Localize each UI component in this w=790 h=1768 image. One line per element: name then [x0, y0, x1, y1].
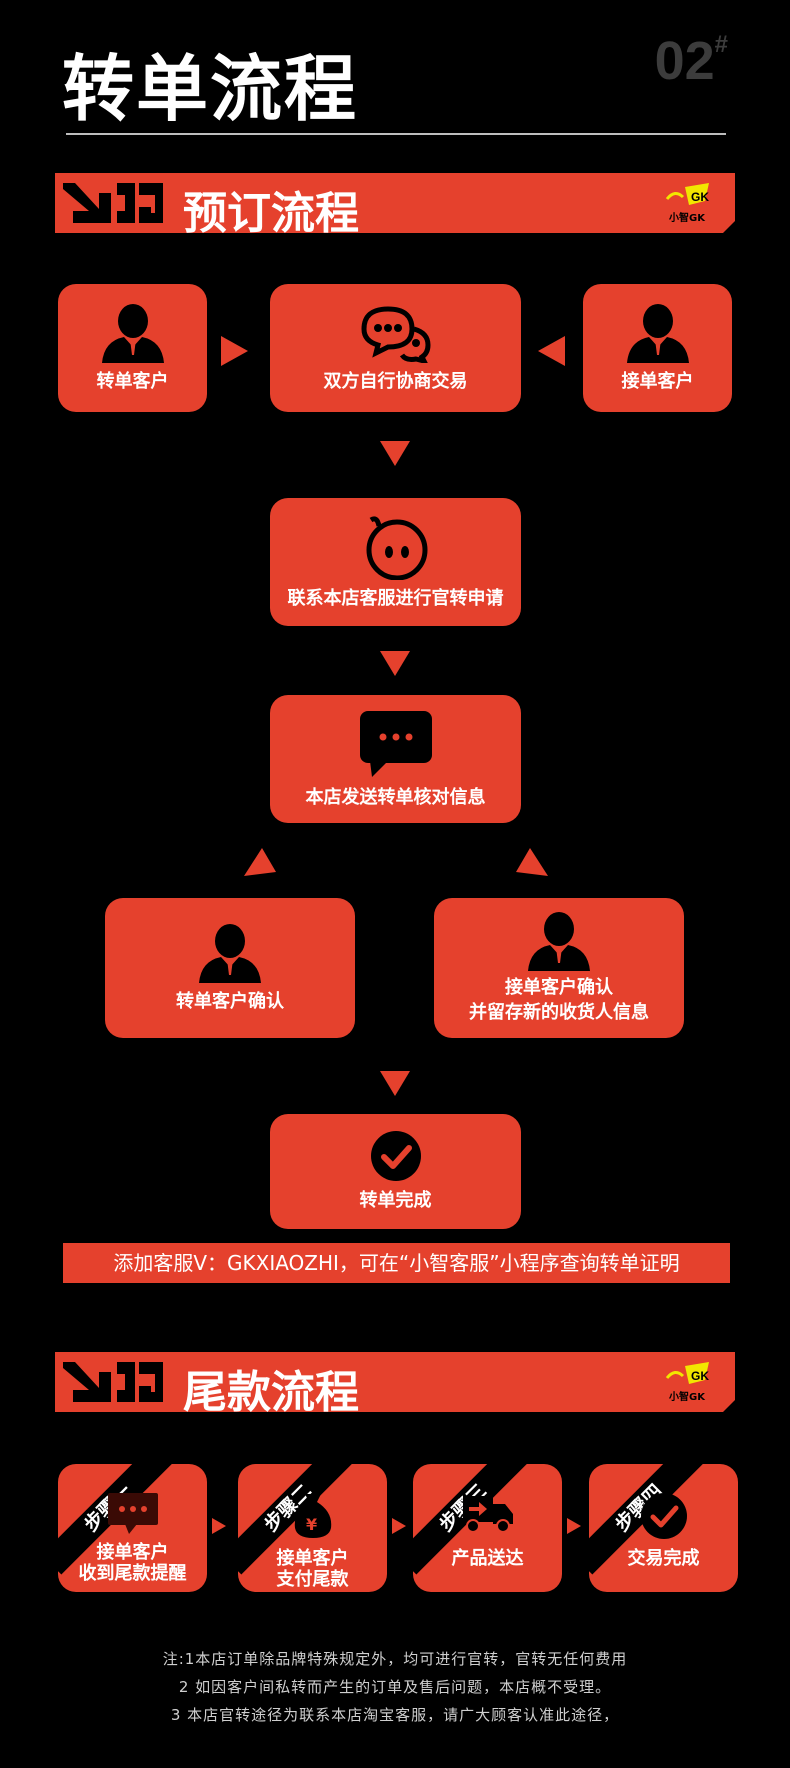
- node-transfer-customer: 转单客户: [58, 284, 207, 412]
- step-label-line2: 收到尾款提醒: [78, 1563, 187, 1584]
- node-label: 本店发送转单核对信息: [305, 786, 486, 808]
- node-complete: 转单完成: [270, 1114, 521, 1229]
- node-receive-customer: 接单客户: [583, 284, 732, 412]
- smile-bubble-icon: [366, 515, 427, 580]
- node-negotiate: 双方自行协商交易: [270, 284, 521, 412]
- step-label: 交易完成: [628, 1548, 700, 1569]
- section-title-booking: 预订流程: [183, 188, 359, 239]
- footnote-1: 注:1本店订单除品牌特殊规定外，均可进行官转，官转无任何费用: [162, 1650, 628, 1668]
- brand-badge-text: 小智GK: [668, 211, 706, 224]
- node-label: 转单客户: [96, 370, 169, 392]
- svg-text:¥: ¥: [306, 1515, 317, 1534]
- section-header-balance: 尾款流程 GK 小智GK: [55, 1352, 735, 1418]
- step-label-line1: 接单客户: [276, 1548, 349, 1569]
- node-receive-confirm: 接单客户确认 并留存新的收货人信息: [434, 898, 684, 1038]
- step-label: 接单客户 支付尾款: [277, 1548, 349, 1590]
- page-number: 02#: [655, 30, 728, 92]
- service-notice: 添加客服V：GKXIAOZHI，可在“小智客服”小程序查询转单证明: [63, 1243, 730, 1283]
- brand-badge-icon: GK 小智GK: [665, 183, 709, 224]
- brand-badge-text: 小智GK: [668, 1390, 706, 1403]
- node-label: 转单客户确认: [176, 990, 284, 1012]
- section-logo-icon: [63, 183, 163, 223]
- brand-badge-icon: GK 小智GK: [665, 1362, 709, 1403]
- node-label: 转单完成: [359, 1190, 432, 1211]
- header-divider: [66, 133, 726, 135]
- check-circle-icon: [370, 1131, 421, 1181]
- page-number-value: 02: [654, 31, 715, 91]
- step-label: 产品送达: [452, 1548, 524, 1569]
- step-card-1: 步骤一 接单客户 收到尾款提醒: [58, 1464, 207, 1592]
- money-bag-icon: ¥: [294, 1494, 331, 1538]
- node-transfer-confirm: 转单客户确认: [105, 898, 355, 1038]
- footnote-2: 2 如因客户间私转而产生的订单及售后问题，本店概不受理。: [178, 1678, 612, 1696]
- arrow-down-left: [244, 848, 276, 876]
- arrow-down: [380, 651, 410, 676]
- arrow-right: [392, 1518, 406, 1534]
- arrow-down: [380, 1071, 410, 1096]
- arrow-right: [221, 336, 248, 366]
- step-label: 接单客户 收到尾款提醒: [79, 1542, 187, 1584]
- step-card-4: 步骤四 交易完成: [589, 1464, 738, 1592]
- check-circle-icon: [640, 1493, 687, 1539]
- section-title-balance: 尾款流程: [183, 1367, 359, 1418]
- page-title: 转单流程: [62, 47, 359, 131]
- chat-bubble-icon: [107, 1493, 158, 1534]
- step-label-line1: 产品送达: [451, 1548, 524, 1569]
- page-number-mark: #: [714, 31, 728, 58]
- svg-text:GK: GK: [691, 1369, 709, 1383]
- person-icon: [528, 912, 590, 971]
- node-send-info: 本店发送转单核对信息: [270, 695, 521, 823]
- person-icon: [101, 303, 164, 363]
- node-label-line2: 并留存新的收货人信息: [469, 1002, 649, 1023]
- arrow-right: [567, 1518, 581, 1534]
- step-label-line1: 交易完成: [627, 1548, 700, 1569]
- bar-corner: [723, 1400, 735, 1412]
- arrow-down-right: [516, 848, 548, 876]
- step-card-3: 步骤三 产品送达: [413, 1464, 562, 1592]
- step-label-line1: 接单客户: [96, 1542, 169, 1563]
- bar-corner: [723, 221, 735, 233]
- node-label: 接单客户: [621, 370, 694, 392]
- section-header-booking: 预订流程 GK 小智GK: [55, 173, 735, 239]
- person-icon: [626, 303, 689, 363]
- chat-bubbles-icon: [360, 305, 431, 363]
- node-label-line1: 接单客户确认: [505, 977, 613, 998]
- section-logo-icon: [63, 1362, 163, 1402]
- step-card-2: 步骤二 ¥ 接单客户 支付尾款: [238, 1464, 387, 1592]
- footnote-3: 3 本店官转途径为联系本店淘宝客服，请广大顾客认准此途径，: [170, 1706, 620, 1724]
- node-label: 联系本店客服进行官转申请: [287, 587, 504, 609]
- arrow-right: [212, 1518, 226, 1534]
- node-label: 双方自行协商交易: [323, 370, 468, 392]
- person-icon: [199, 923, 261, 983]
- node-label: 接单客户确认 并留存新的收货人信息: [469, 975, 649, 1025]
- node-contact-service: 联系本店客服进行官转申请: [270, 498, 521, 626]
- step-label-line2: 支付尾款: [276, 1569, 349, 1590]
- arrow-down: [380, 441, 410, 466]
- arrow-left: [538, 336, 565, 366]
- delivery-truck-icon: [462, 1496, 513, 1533]
- svg-text:GK: GK: [691, 190, 709, 204]
- message-icon: [359, 710, 432, 777]
